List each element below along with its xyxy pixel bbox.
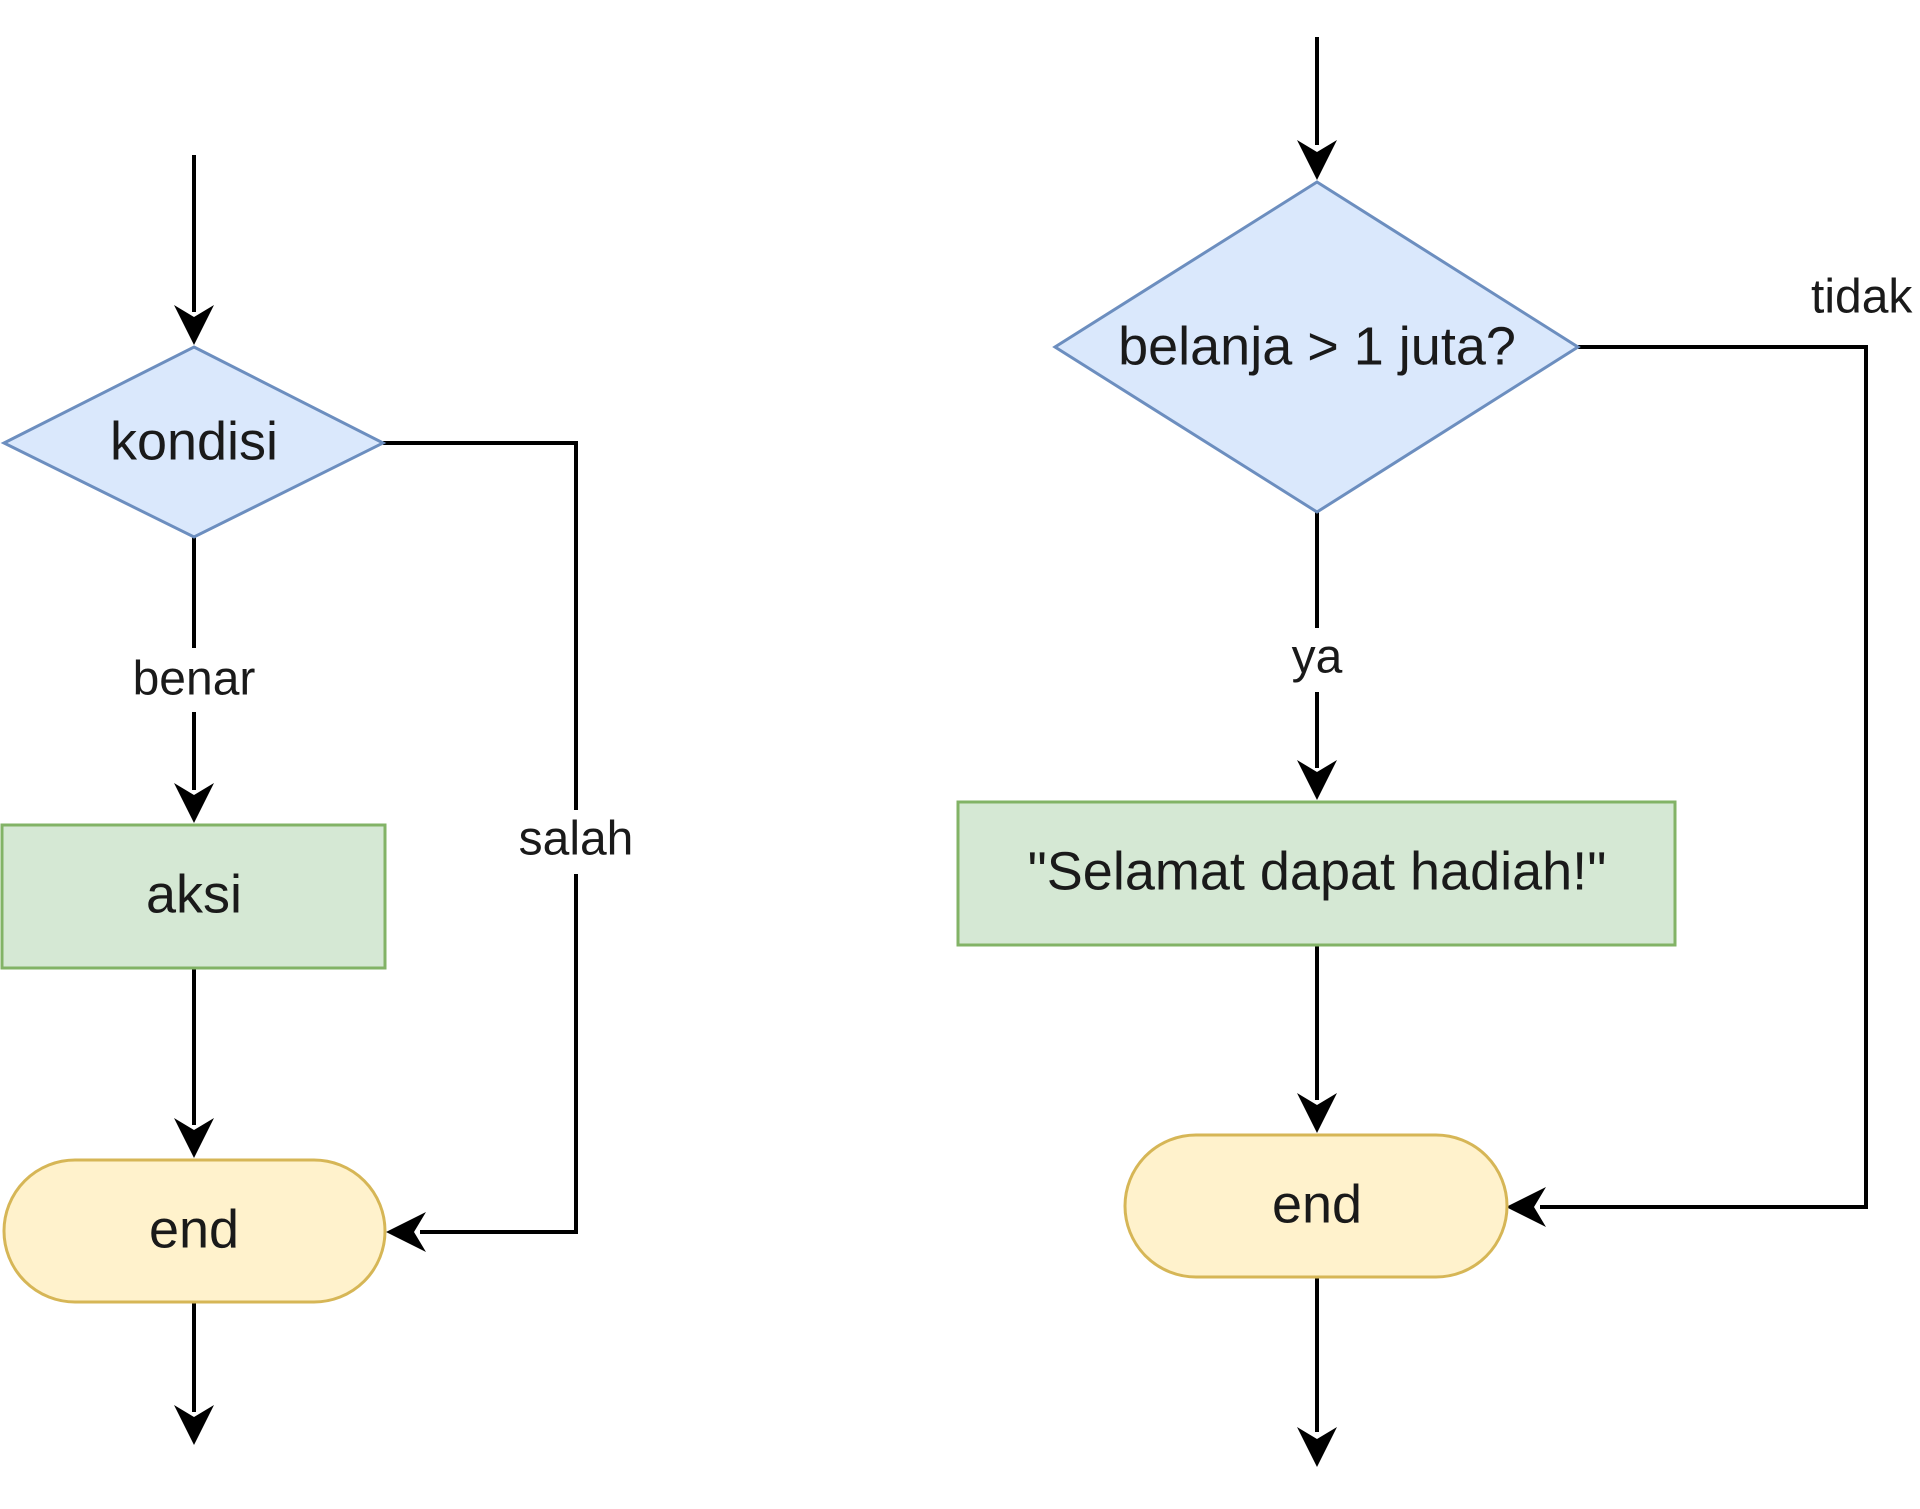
left-true-label-bg bbox=[124, 648, 264, 712]
right-true-label: ya bbox=[1292, 631, 1343, 684]
left-entry-arrowhead bbox=[174, 305, 214, 345]
left-end-terminal bbox=[2, 1158, 387, 1304]
right-exit-arrowhead bbox=[1297, 1427, 1337, 1467]
right-end-label: end bbox=[1272, 1174, 1362, 1234]
right-action-box bbox=[956, 800, 1677, 947]
left-true-label: benar bbox=[133, 653, 256, 706]
right-false-line bbox=[1540, 345, 1868, 1209]
right-true-arrowhead bbox=[1297, 760, 1337, 800]
left-false-label: salah bbox=[519, 813, 634, 866]
left-decision-label: kondisi bbox=[110, 411, 278, 471]
left-true-arrowhead bbox=[174, 783, 214, 823]
right-flowchart: ya tidak belanja > 1 juta? "Selamat dapa… bbox=[956, 37, 1913, 1467]
left-flowchart: benar salah kondisi aksi end bbox=[0, 155, 646, 1445]
right-decision-diamond bbox=[1052, 180, 1581, 514]
right-false-label: tidak bbox=[1811, 271, 1913, 324]
left-end-arrowhead bbox=[174, 1118, 214, 1158]
left-exit-arrowhead bbox=[174, 1405, 214, 1445]
left-action-box bbox=[0, 823, 387, 970]
right-decision-label: belanja > 1 juta? bbox=[1118, 316, 1516, 376]
left-end-label: end bbox=[149, 1199, 239, 1259]
right-action-label: "Selamat dapat hadiah!" bbox=[1028, 841, 1607, 901]
right-false-arrowhead bbox=[1506, 1187, 1546, 1227]
right-true-label-bg bbox=[1275, 628, 1359, 692]
left-false-label-bg bbox=[506, 810, 646, 874]
left-decision-diamond bbox=[0, 345, 387, 539]
right-entry-arrowhead bbox=[1297, 140, 1337, 180]
right-end-terminal bbox=[1123, 1133, 1509, 1279]
left-action-label: aksi bbox=[146, 864, 242, 924]
right-end-arrowhead bbox=[1297, 1093, 1337, 1133]
left-false-arrowhead bbox=[386, 1212, 426, 1252]
